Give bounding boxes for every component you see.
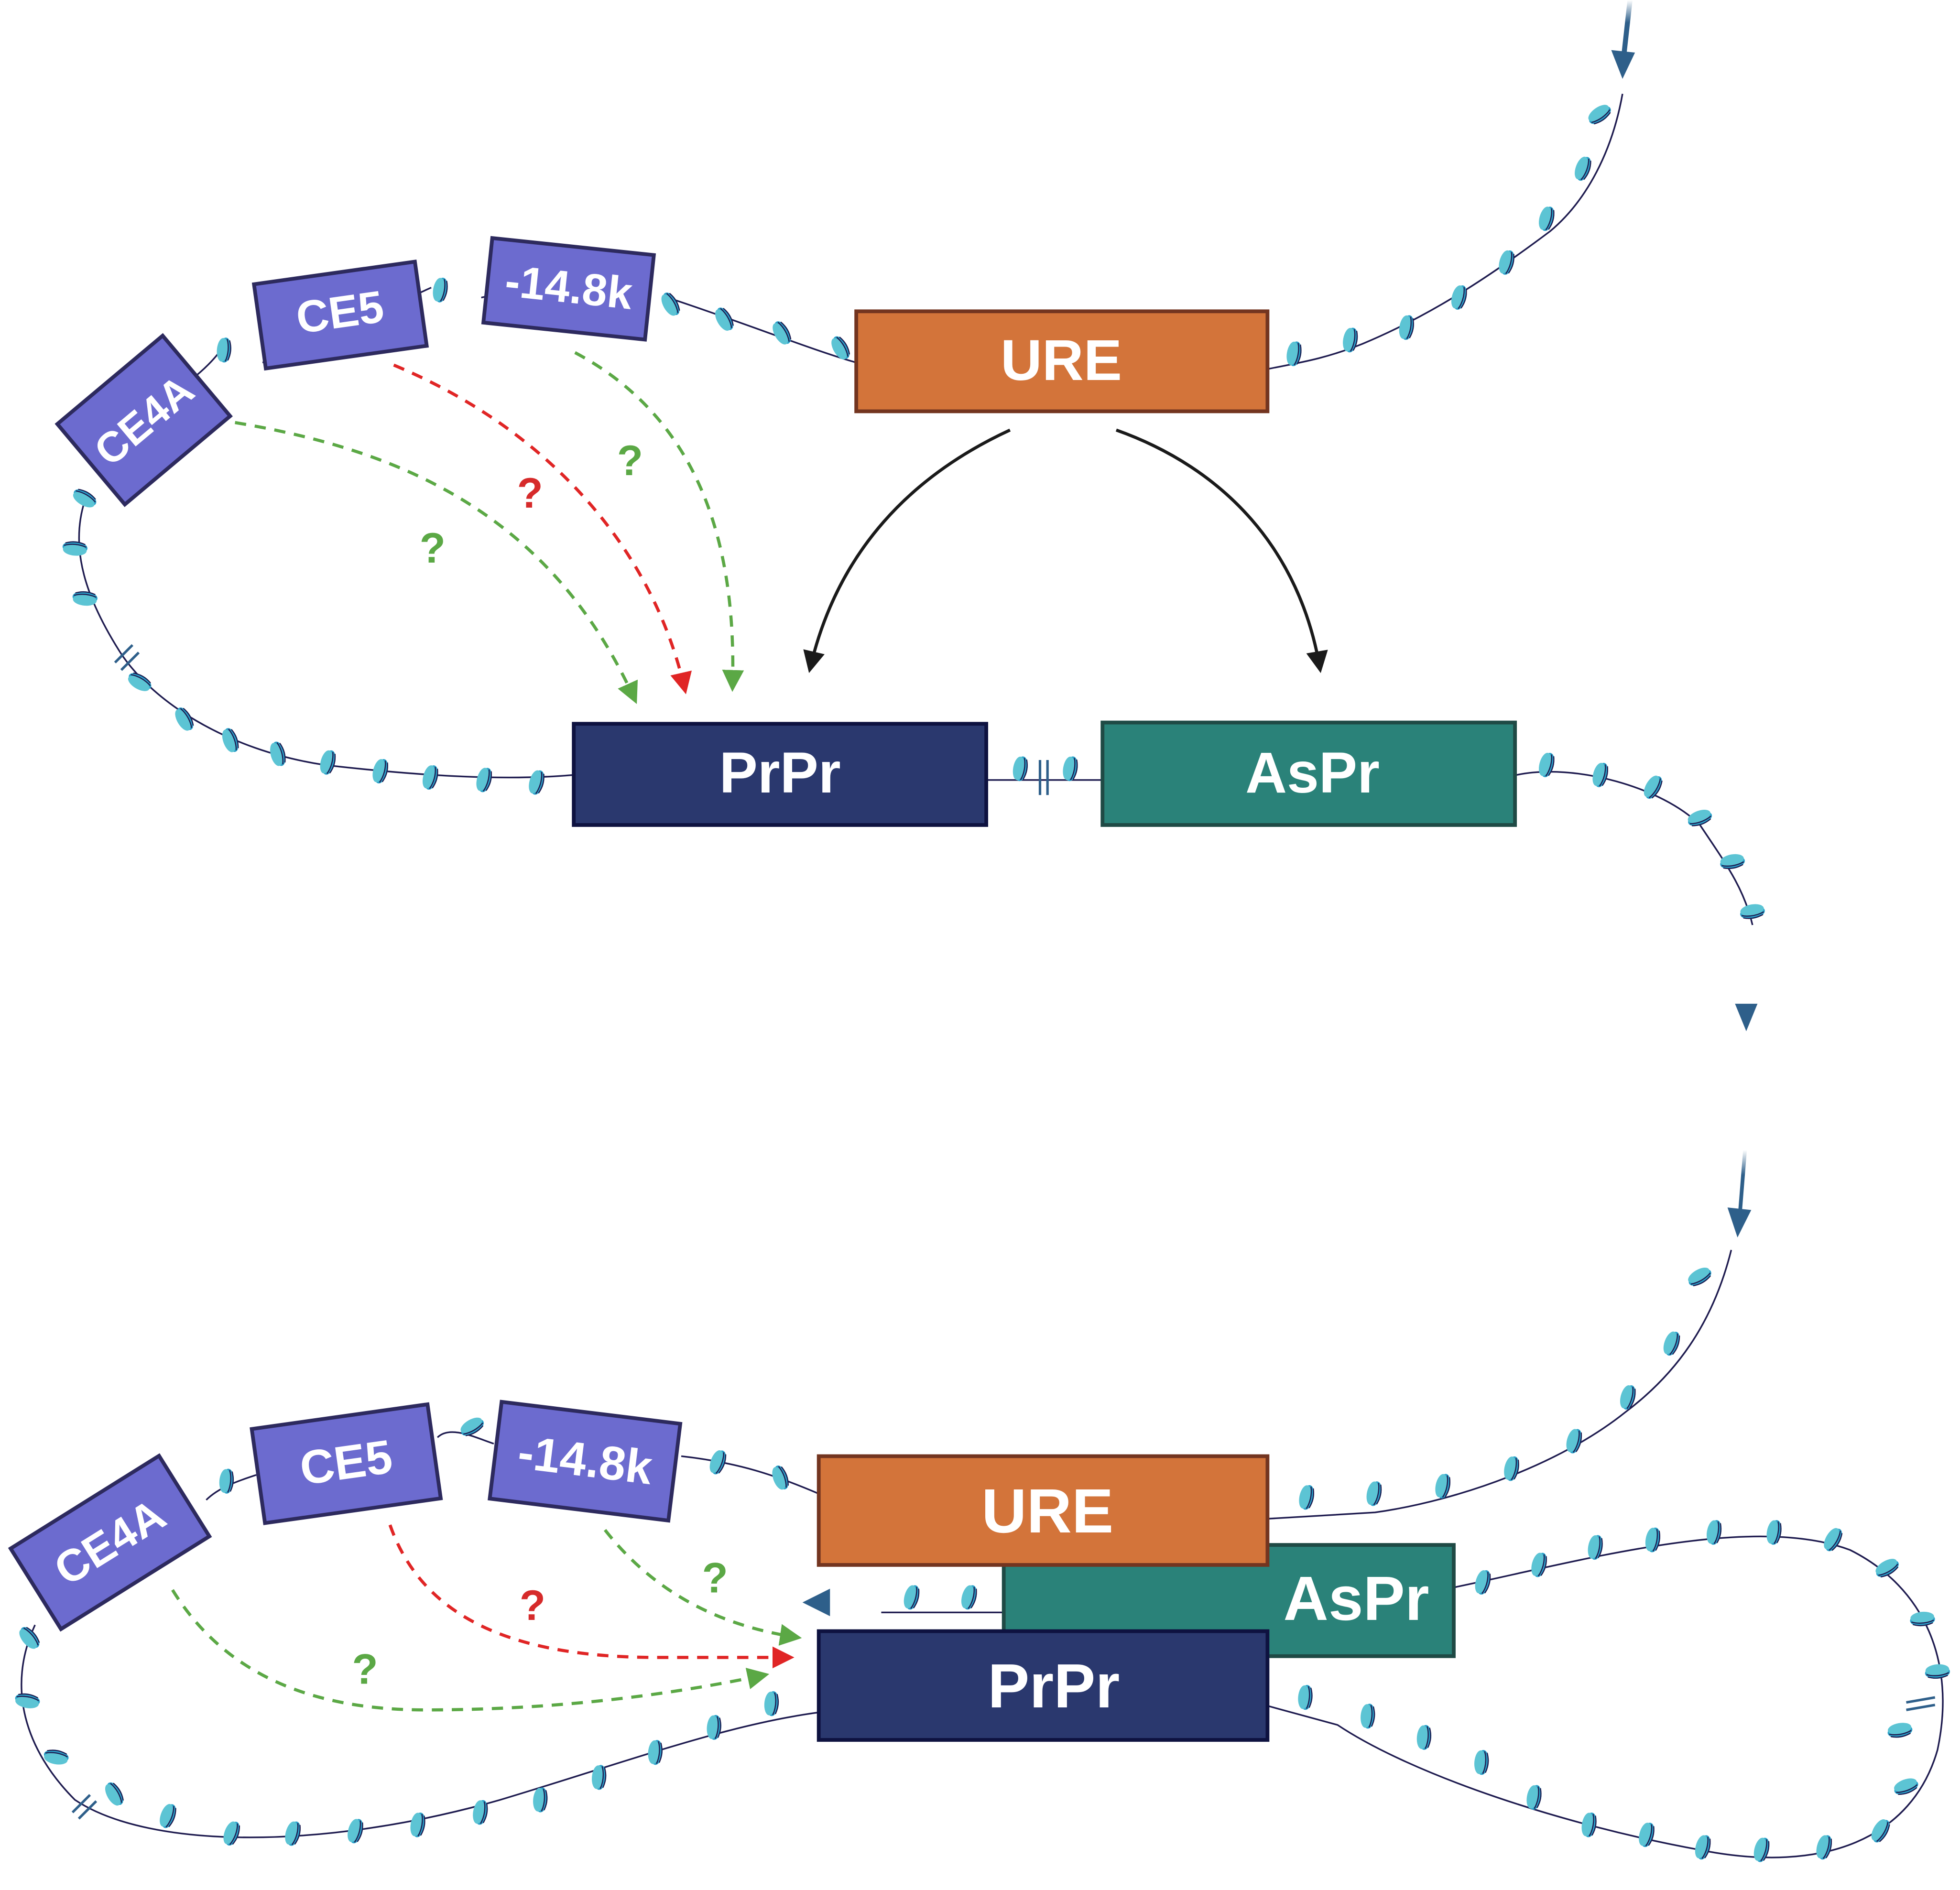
- prpr-box: PrPr: [817, 1629, 1270, 1742]
- dna-strand: [78, 500, 573, 779]
- ce4a-to-prpr-arrow: [171, 1589, 770, 1712]
- question-mark: ?: [617, 437, 643, 484]
- dna-strand: [1268, 94, 1623, 370]
- top-panel: CE4A CE5 -14.8k URE PrPr AsPr: [54, 0, 1767, 1032]
- ure-label: URE: [981, 1476, 1113, 1546]
- ure-box: URE: [854, 309, 1270, 413]
- dna-strand: [1268, 1249, 1732, 1520]
- enhancer-label: CE5: [297, 1430, 396, 1496]
- bottom-panel: CE4A CE5 -14.8k AsPr URE PrPr ? ? ?: [8, 1150, 1951, 1864]
- enhancer-14-8k: -14.8k: [488, 1400, 683, 1523]
- ce4a-to-prpr-arrow: [235, 421, 638, 704]
- aspr-label: AsPr: [1245, 741, 1380, 805]
- 14-8k-to-prpr-arrow: [574, 351, 744, 692]
- enhancer-label: CE5: [293, 281, 387, 343]
- incoming-arrow-icon: [1611, 0, 1635, 79]
- ce5-to-prpr-arrow: [388, 1524, 795, 1669]
- enhancer-ce4a: CE4A: [8, 1453, 212, 1632]
- aspr-box: AsPr: [1100, 720, 1517, 827]
- break-mark-icon: [71, 1794, 98, 1820]
- question-mark: ?: [520, 1582, 545, 1629]
- ce5-to-prpr-arrow: [393, 363, 692, 695]
- enhancer-14-8k: -14.8k: [481, 236, 656, 342]
- prpr-label: PrPr: [988, 1651, 1120, 1721]
- ure-to-aspr-arrow: [1115, 428, 1328, 673]
- dna-strand: [1516, 771, 1753, 925]
- prpr-box: PrPr: [572, 722, 988, 827]
- break-mark-icon: [114, 644, 140, 671]
- question-mark: ?: [352, 1645, 378, 1693]
- ure-to-prpr-arrow: [803, 428, 1011, 673]
- enhancer-ce5: CE5: [251, 259, 429, 371]
- enhancer-ce5: CE5: [250, 1402, 443, 1525]
- 14-8k-to-prpr-arrow: [603, 1529, 802, 1646]
- ure-box: URE: [817, 1454, 1270, 1567]
- incoming-arrow-icon: [1727, 1150, 1752, 1238]
- aspr-label: AsPr: [1283, 1564, 1429, 1633]
- break-mark-icon: [1038, 760, 1049, 795]
- break-mark-icon: [1906, 1696, 1936, 1711]
- transition-arrow-icon: [1735, 956, 1758, 1032]
- question-mark: ?: [517, 469, 543, 517]
- question-mark: ?: [702, 1554, 728, 1601]
- transcription-arrow-icon: [802, 1588, 875, 1617]
- prpr-label: PrPr: [719, 741, 841, 805]
- question-mark: ?: [420, 524, 446, 572]
- ure-label: URE: [1001, 328, 1122, 392]
- enhancer-ce4a: CE4A: [54, 333, 233, 507]
